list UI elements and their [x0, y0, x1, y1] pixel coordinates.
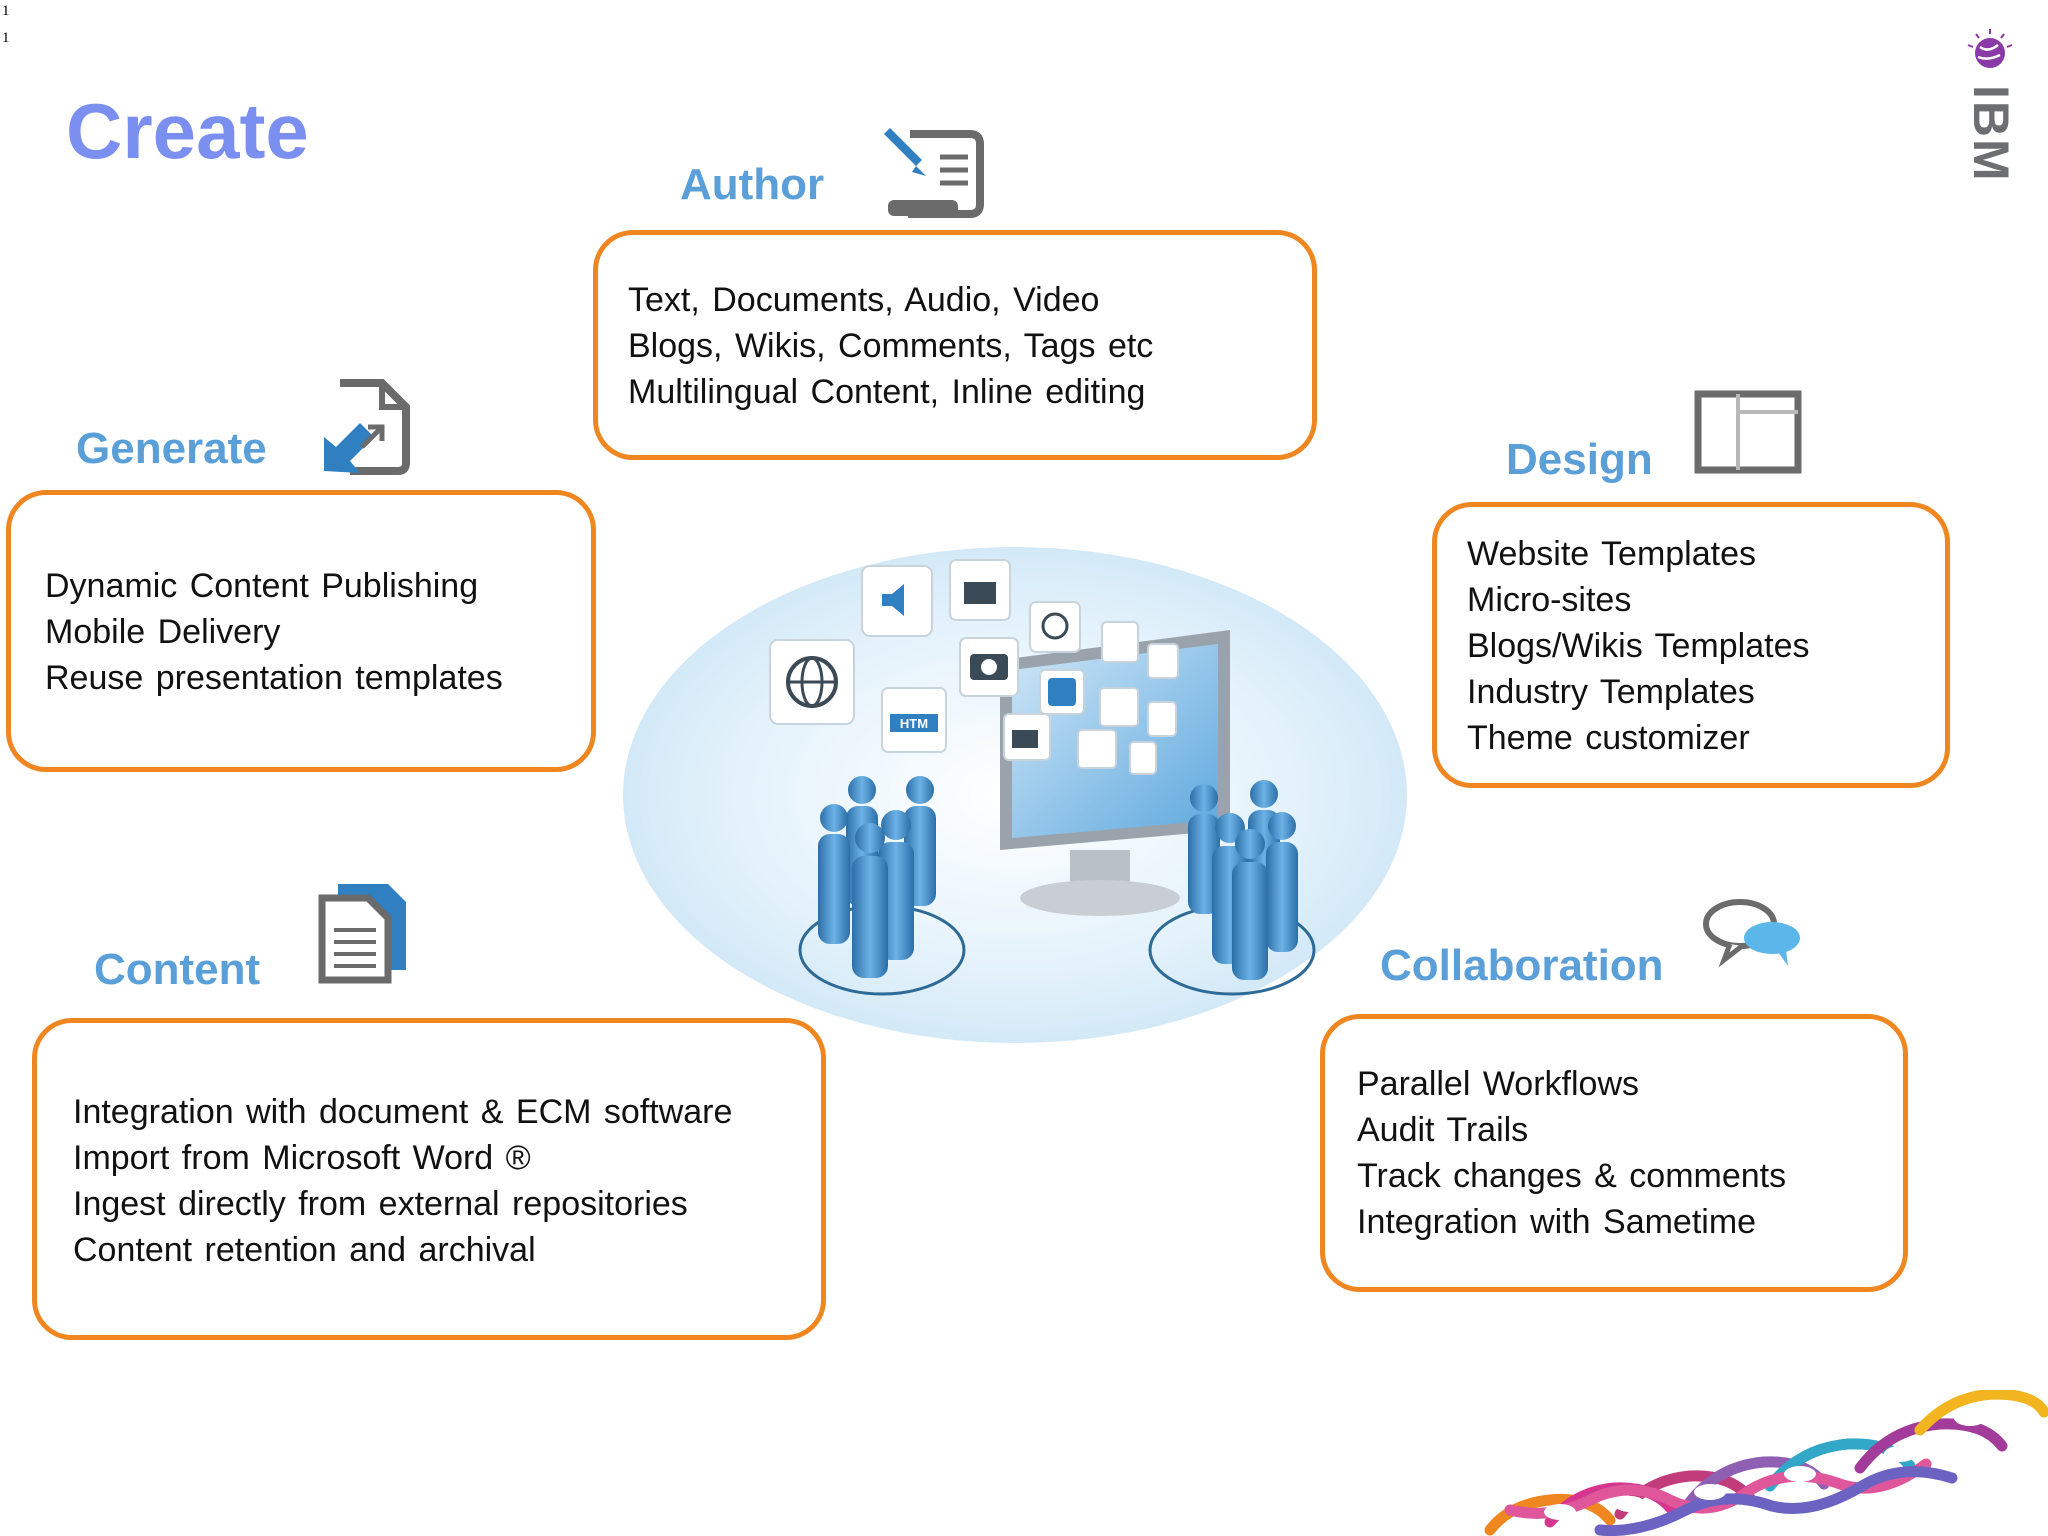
doc-tile-icon-3 [1147, 701, 1177, 737]
chat-tile-icon [1029, 601, 1081, 653]
list-item: Dynamic Content Publishing [45, 567, 479, 605]
content-list: Integration with document & ECM software… [73, 1089, 732, 1273]
content-hub-illustration: HTM [623, 547, 1407, 1043]
doc-tile-icon-2 [1147, 643, 1179, 679]
monitor-tile-icon [1099, 687, 1139, 727]
list-item: Track changes & comments [1357, 1157, 1787, 1195]
page-number-bottom: 1 [2, 30, 10, 46]
pen-scroll-icon [884, 128, 984, 218]
list-item: Industry Templates [1467, 673, 1755, 711]
html-tile-label: HTM [900, 716, 928, 731]
list-item: Theme customizer [1467, 719, 1750, 757]
page-title: Create [66, 87, 309, 175]
generate-list: Dynamic Content Publishing Mobile Delive… [45, 563, 503, 701]
list-item: Integration with Sametime [1357, 1203, 1757, 1241]
person-tile-icon [1077, 729, 1117, 769]
author-list: Text, Documents, Audio, Video Blogs, Wik… [628, 277, 1153, 415]
author-box: Text, Documents, Audio, Video Blogs, Wik… [593, 230, 1317, 460]
globe-icon [1967, 29, 2013, 68]
list-item: Mobile Delivery [45, 613, 281, 651]
layout-template-icon [1694, 390, 1802, 474]
generate-box: Dynamic Content Publishing Mobile Delive… [6, 490, 596, 772]
ibm-logo: IBM [1963, 29, 2019, 183]
doc-tile-icon-4 [1129, 741, 1157, 775]
list-item: Import from Microsoft Word ® [73, 1139, 531, 1177]
collaboration-box: Parallel Workflows Audit Trails Track ch… [1320, 1014, 1908, 1292]
list-item: Multilingual Content, Inline editing [628, 373, 1146, 411]
list-item: Blogs, Wikis, Comments, Tags etc [628, 327, 1154, 365]
list-item: Integration with document & ECM software [73, 1093, 733, 1131]
list-item: Blogs/Wikis Templates [1467, 627, 1810, 665]
doc-tile-icon [1101, 621, 1139, 663]
speech-bubbles-icon [1703, 899, 1800, 968]
list-item: Ingest directly from external repositori… [73, 1185, 688, 1223]
design-heading: Design [1506, 435, 1653, 484]
export-document-icon [324, 379, 410, 475]
list-item: Text, Documents, Audio, Video [628, 281, 1100, 319]
generate-heading: Generate [76, 424, 267, 473]
collaboration-list: Parallel Workflows Audit Trails Track ch… [1357, 1061, 1786, 1245]
decorative-chain-graphic [1484, 1390, 2048, 1536]
list-item: Reuse presentation templates [45, 659, 503, 697]
list-item: Parallel Workflows [1357, 1065, 1640, 1103]
list-item: Website Templates [1467, 535, 1756, 573]
ibm-wordmark: IBM [1963, 85, 2019, 183]
list-item: Content retention and archival [73, 1231, 536, 1269]
author-heading: Author [680, 160, 825, 209]
page-number-top: 1 [2, 3, 10, 19]
collaboration-heading: Collaboration [1380, 941, 1664, 990]
content-box: Integration with document & ECM software… [32, 1018, 826, 1340]
content-heading: Content [94, 945, 261, 994]
design-list: Website Templates Micro-sites Blogs/Wiki… [1467, 531, 1810, 761]
list-item: Micro-sites [1467, 581, 1632, 619]
list-item: Audit Trails [1357, 1111, 1529, 1149]
people-group-left [798, 776, 966, 996]
design-box: Website Templates Micro-sites Blogs/Wiki… [1432, 502, 1950, 788]
people-group-right [1148, 780, 1316, 996]
stacked-documents-icon [318, 884, 406, 984]
content-tiles: HTM [769, 559, 1179, 775]
